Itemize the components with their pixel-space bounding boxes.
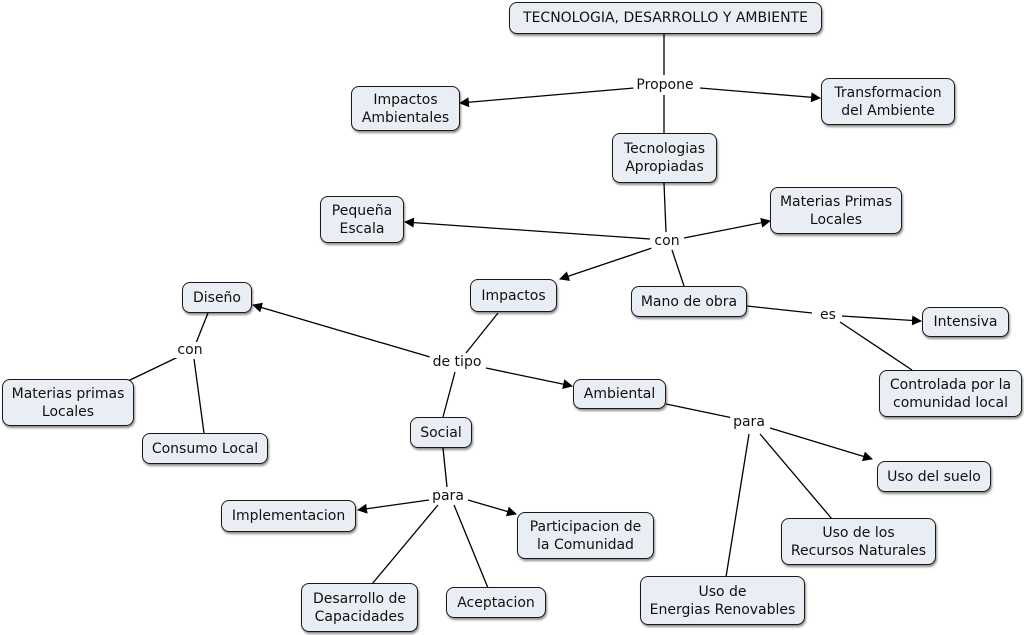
edge-para-uso-suelo xyxy=(769,427,873,462)
node-uso-recursos[interactable]: Uso de los Recursos Naturales xyxy=(781,518,936,565)
node-mano-de-obra[interactable]: Mano de obra xyxy=(631,286,747,317)
edge-propone-impactos-ambientales xyxy=(459,87,635,108)
node-materias-primas-locales-2[interactable]: Materias primas Locales xyxy=(2,379,134,426)
node-social[interactable]: Social xyxy=(410,417,472,448)
link-con-1[interactable]: con xyxy=(651,233,683,249)
edge-para-uso-recursos xyxy=(759,433,833,520)
edge-detipo-ambiental xyxy=(485,367,573,390)
node-pequena-escala[interactable]: Pequeña Escala xyxy=(320,196,404,243)
edge-para-uso-energias xyxy=(725,433,750,578)
link-para-1[interactable]: para xyxy=(730,414,768,430)
link-de-tipo[interactable]: de tipo xyxy=(429,354,485,370)
node-materias-primas-locales[interactable]: Materias Primas Locales xyxy=(770,187,902,234)
node-impactos[interactable]: Impactos xyxy=(470,279,557,312)
node-tecnologias-apropiadas[interactable]: Tecnologias Apropiadas xyxy=(612,133,717,183)
edge-detipo-diseno xyxy=(252,302,431,358)
edge-mano-es xyxy=(746,305,813,314)
edge-ambiental-para xyxy=(665,403,734,419)
edge-es-intensiva xyxy=(841,315,922,326)
node-diseno[interactable]: Diseño xyxy=(182,282,252,313)
edge-para-desarrollo xyxy=(371,504,439,585)
edge-con-impactos xyxy=(559,246,656,281)
node-uso-energias[interactable]: Uso de Energias Renovables xyxy=(640,576,805,625)
edge-social-para xyxy=(442,447,448,488)
node-uso-del-suelo[interactable]: Uso del suelo xyxy=(877,461,991,492)
node-implementacion[interactable]: Implementacion xyxy=(221,500,356,532)
edge-detipo-social xyxy=(442,371,456,418)
edge-diseno-con xyxy=(195,312,209,344)
link-para-2[interactable]: para xyxy=(429,488,467,504)
node-impactos-ambientales[interactable]: Impactos Ambientales xyxy=(351,86,460,131)
edge-para-implementacion xyxy=(357,499,430,514)
node-root[interactable]: TECNOLOGIA, DESARROLLO Y AMBIENTE xyxy=(509,2,822,34)
node-transformacion[interactable]: Transformacion del Ambiente xyxy=(821,78,955,125)
node-aceptacion[interactable]: Aceptacion xyxy=(446,587,546,618)
edge-para-aceptacion xyxy=(453,504,489,589)
edge-impactos-detipo xyxy=(465,312,499,354)
node-participacion[interactable]: Participacion de la Comunidad xyxy=(517,512,654,559)
edge-con-materias-primas xyxy=(683,217,771,239)
edge-es-controlada xyxy=(839,321,913,371)
edge-tecnologias-con xyxy=(663,182,667,233)
edge-con-consumo xyxy=(193,358,205,434)
edge-para-participacion xyxy=(467,499,517,517)
node-controlada[interactable]: Controlada por la comunidad local xyxy=(879,370,1022,417)
edge-con-pequena-escala xyxy=(404,217,651,240)
node-intensiva[interactable]: Intensiva xyxy=(922,307,1009,337)
node-ambiental[interactable]: Ambiental xyxy=(573,379,666,409)
edge-propone-transformacion xyxy=(699,87,821,103)
node-consumo-local[interactable]: Consumo Local xyxy=(142,433,268,464)
link-con-2[interactable]: con xyxy=(174,342,206,358)
edge-con-mano-de-obra xyxy=(671,249,685,287)
edge-con-materias-primas-2 xyxy=(127,356,179,382)
link-propone[interactable]: Propone xyxy=(633,77,697,93)
link-es[interactable]: es xyxy=(817,307,839,323)
node-desarrollo-capacidades[interactable]: Desarrollo de Capacidades xyxy=(301,583,418,632)
